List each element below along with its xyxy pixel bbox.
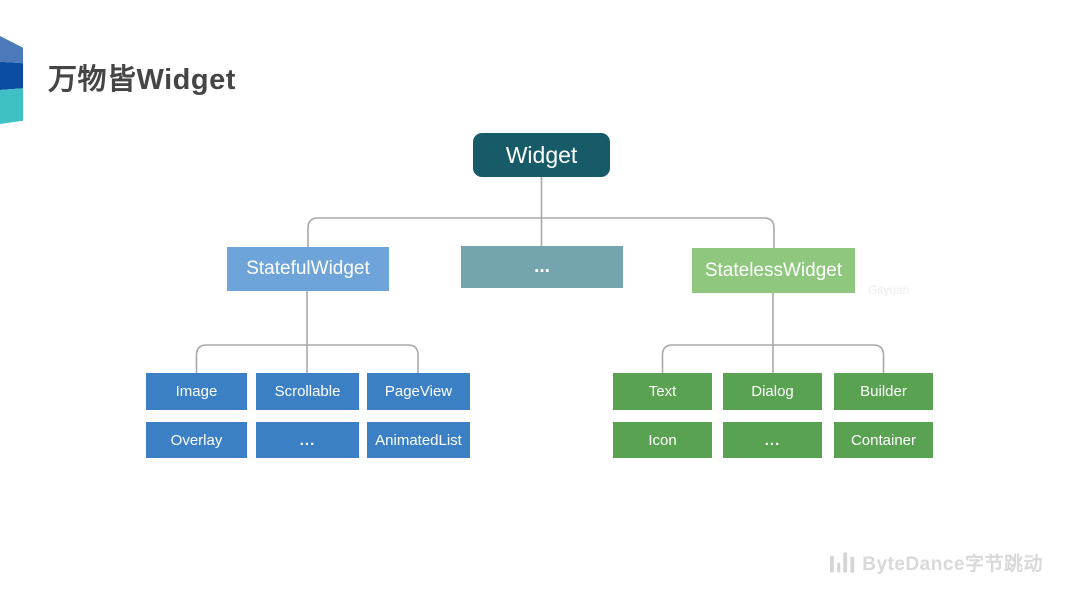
node-overlay: Overlay: [146, 422, 247, 458]
node-statefulwidget: StatefulWidget: [227, 247, 389, 291]
brand-footer: ByteDance字节跳动: [830, 549, 1043, 576]
watermark: Gityuan: [868, 283, 910, 297]
node-scrollable: Scrollable: [256, 373, 359, 410]
slide-title: 万物皆Widget: [48, 64, 236, 96]
connector-level2-rail: [307, 217, 775, 248]
node-container: Container: [834, 422, 933, 458]
node-image: Image: [146, 373, 247, 410]
connector-stateless-rail: [661, 344, 885, 373]
connector-stateful-rail: [195, 344, 419, 373]
node-dialog: Dialog: [723, 373, 822, 410]
node-pageview: PageView: [367, 373, 470, 410]
node-text: Text: [613, 373, 712, 410]
node-ellipsis-level2: ...: [461, 246, 623, 288]
logo-band-light-blue: [0, 36, 23, 64]
deck-corner-logo: [0, 36, 23, 124]
node-widget: Widget: [473, 133, 610, 177]
node-ellipsis-stateful: ...: [256, 422, 359, 458]
node-ellipsis-stateless: ...: [723, 422, 822, 458]
logo-band-teal: [0, 88, 23, 124]
bytedance-icon: [830, 552, 855, 573]
node-animatedlist: AnimatedList: [367, 422, 470, 458]
node-builder: Builder: [834, 373, 933, 410]
logo-band-dark-blue: [0, 61, 23, 90]
brand-text: ByteDance字节跳动: [862, 554, 1043, 575]
node-icon: Icon: [613, 422, 712, 458]
node-statelesswidget: StatelessWidget: [692, 248, 855, 293]
